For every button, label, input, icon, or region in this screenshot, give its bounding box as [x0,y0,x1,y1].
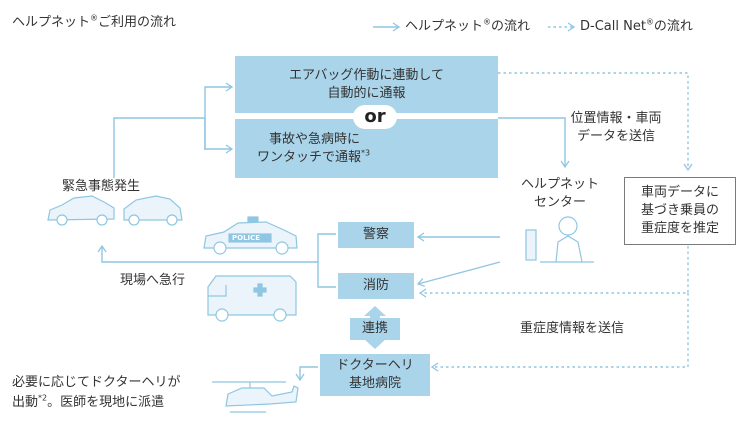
police-car-illustration [203,216,298,255]
heli-note-ref: *2 [38,393,48,403]
police-car-text: POLICE [232,234,261,242]
arrow-hospital-to-heli [295,366,318,382]
doctor-heli-line2: 基地病院 [348,376,401,391]
page-title-text: ヘルプネット [12,15,91,30]
arrow-police-fire-to-scene [317,233,336,288]
arrow-to-onetouch [204,118,234,154]
onetouch-note: *3 [361,148,371,158]
legend-dotted-text: D-Call Net [580,19,646,34]
helpnet-center-label: ヘルプネット センター [518,176,602,212]
legend-solid-sup: ® [483,17,492,27]
crash-cars-illustration [47,195,183,226]
helpnet-center-line1: ヘルプネット [520,177,599,192]
helpnet-center-line2: センター [533,195,586,210]
ambulance-illustration [207,275,297,322]
dotted-airbag-to-estimate [498,72,693,172]
rush-to-scene-label: 現場へ急行 [120,273,186,288]
page-title-suffix: ご利用の流れ [98,15,177,30]
emergency-label: 緊急事態発生 [62,179,141,194]
legend-solid-label: ヘルプネット®の流れ [405,18,530,36]
heli-note-doctor: 。医師を現地に派遣 [47,395,165,410]
legend-dotted-suffix: の流れ [653,19,693,34]
onetouch-report-line2-wrap: ワンタッチで通報*3 [257,149,370,167]
legend-solid-suffix: の流れ [491,19,531,34]
legend-dotted-sup: ® [645,17,654,27]
page-title-sup: ® [90,13,99,23]
arrow-helpnet-to-fire [416,261,501,287]
airbag-report-line2: 自動的に通報 [327,85,406,101]
fire-box: 消防 [338,273,414,299]
dotted-estimate-to-hospital [430,293,689,372]
position-data-line1: 位置情報・車両 [570,111,662,126]
severity-estimate-box: 車両データに 基づき乗員の 重症度を推定 [624,177,736,245]
dotted-estimate-to-fire [418,246,689,298]
legend-solid-text: ヘルプネット [405,19,484,34]
doctor-heli-line1: ドクターヘリ [336,358,414,373]
arrow-rush-to-scene [97,244,318,263]
doctor-heli-hospital-box: ドクターヘリ 基地病院 [320,354,430,396]
airbag-report-box: エアバッグ作動に連動して 自動的に通報 [235,56,498,113]
position-data-label: 位置情報・車両 データを送信 [570,110,662,146]
position-data-line2: データを送信 [576,129,655,144]
arrow-to-helpnet-center [498,117,570,169]
estimate-line2: 基づき乗員の [640,203,719,218]
legend-dotted-label: D-Call Net®の流れ [580,18,693,36]
page-title: ヘルプネット®ご利用の流れ [12,14,176,32]
estimate-line1: 車両データに [640,185,719,200]
airbag-report-line1: エアバッグ作動に連動して [288,67,445,83]
heli-note-line1: 必要に応じてドクターヘリが [12,375,181,390]
onetouch-report-line2: ワンタッチで通報 [257,149,362,165]
or-badge: or [353,105,397,129]
severity-info-label: 重症度情報を送信 [520,321,625,336]
arrow-to-airbag [204,82,234,150]
cooperation-label: 連携 [350,318,400,340]
heli-note-line2: 出動*2。医師を現地に派遣 [12,394,164,412]
arrow-emergency-to-reports [113,117,205,178]
operator-illustration [525,216,594,263]
helicopter-illustration [212,381,299,413]
onetouch-report-line1: 事故や急病時に [269,131,361,147]
estimate-line3: 重症度を推定 [640,221,719,236]
heli-note-dispatch: 出動 [12,395,39,410]
police-box: 警察 [338,222,414,248]
